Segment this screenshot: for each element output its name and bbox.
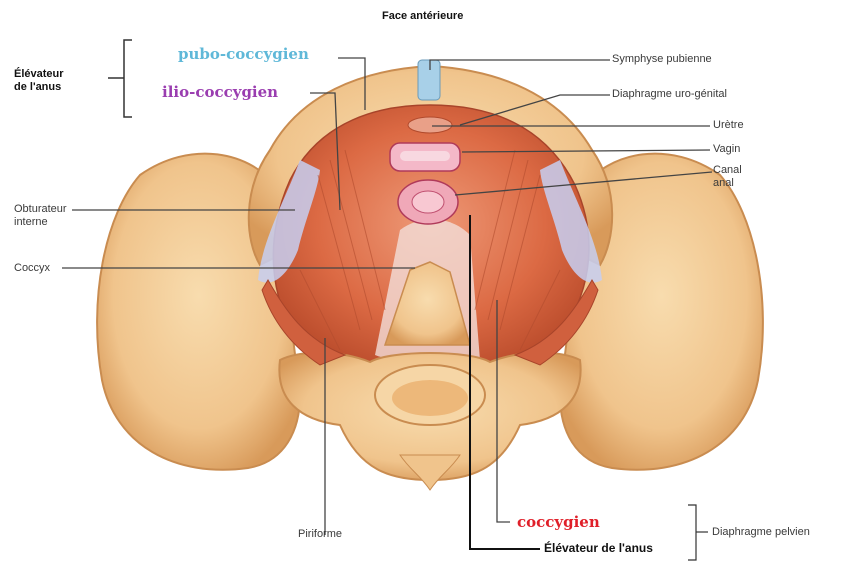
figure-title: Face antérieure (382, 10, 463, 23)
label-symphyse: Symphyse pubienne (612, 53, 712, 66)
label-coccyx: Coccyx (14, 262, 50, 275)
label-piriforme: Piriforme (298, 528, 342, 541)
label-ilio-coccygien: ilio-coccygien (162, 84, 278, 101)
label-pubo-coccygien: pubo-coccygien (178, 46, 309, 63)
label-diaphragme-pelvien: Diaphragme pelvien (712, 526, 810, 539)
diaphragme-bracket (688, 505, 696, 560)
label-diaphragme-uro: Diaphragme uro-génital (612, 88, 727, 101)
pubic-symphysis (418, 60, 440, 100)
label-uretre: Urètre (713, 119, 744, 132)
label-elevateur-bottom: Élévateur de l'anus (544, 542, 653, 556)
elevateur-bracket (124, 40, 132, 117)
label-vagin: Vagin (713, 143, 740, 156)
label-obturateur: Obturateur interne (14, 203, 67, 228)
label-canal-anal: Canal anal (713, 164, 742, 189)
urethra-opening (408, 117, 452, 133)
label-coccygien: coccygien (517, 514, 600, 531)
label-elevateur-group: Élévateur de l'anus (14, 68, 64, 93)
